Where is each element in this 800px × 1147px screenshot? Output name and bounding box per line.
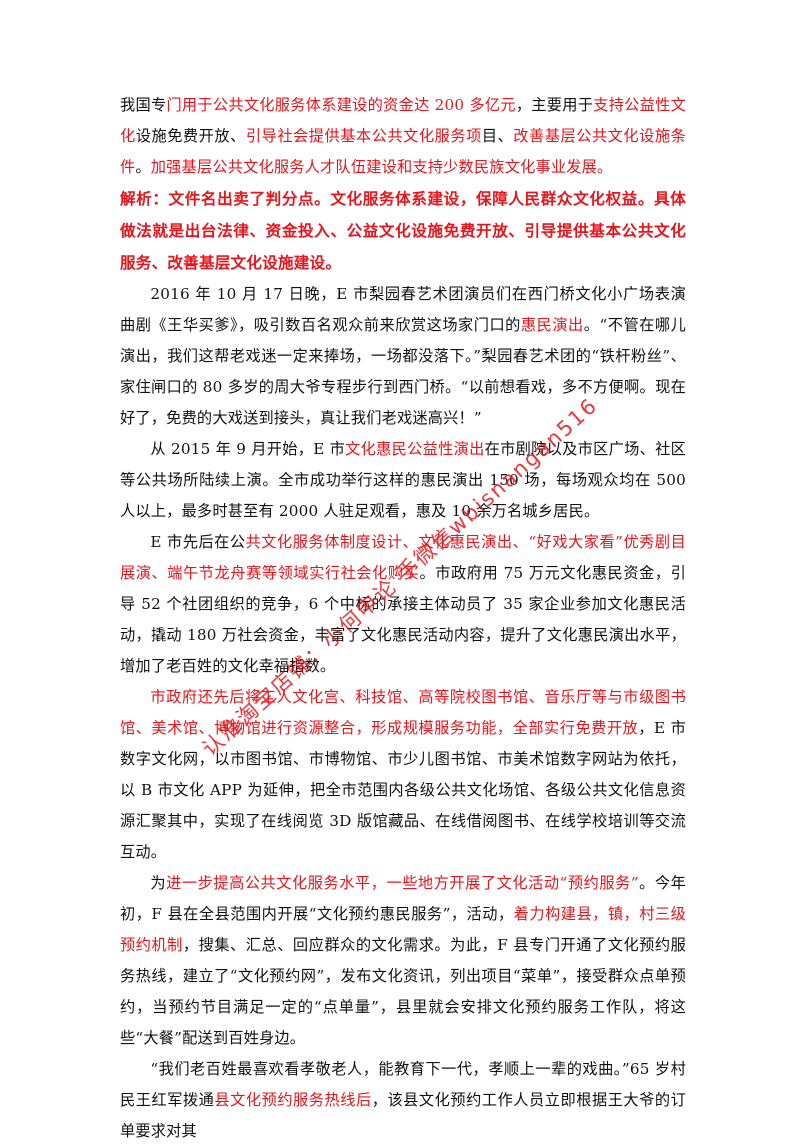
body-paragraph: 2016 年 10 月 17 日晚，E 市梨园春艺术团演员们在西门桥文化小广场表… [120,279,686,434]
body-paragraph: 我国专门用于公共文化服务体系建设的资金达 200 多亿元，主要用于支持公益性文化… [120,90,686,183]
text-run: 目、 [481,127,514,145]
text-run: “我们老百姓最喜欢看孝敬老人，能教育下一代，孝顺上一辈的戏曲。”65 岁村民王红… [120,1060,686,1109]
highlighted-text-run: 县文化预约服务热线后 [214,1091,372,1109]
text-run: 。 [135,158,151,176]
text-run: E 市先后在公 [150,533,246,551]
body-paragraph: 从 2015 年 9 月开始，E 市文化惠民公益性演出在市剧院以及市区广场、社区… [120,434,686,527]
text-run: 从 2015 年 9 月开始，E 市 [150,440,346,458]
body-paragraph: E 市先后在公共文化服务体制度设计、文化惠民演出、“好戏大家看”优秀剧目展演、端… [120,527,686,682]
body-paragraph: 为进一步提高公共文化服务水平，一些地方开展了文化活动“预约服务”。今年初，F 县… [120,868,686,1054]
text-run: ，E 市数字文化网，以市图书馆、市博物馆、市少儿图书馆、市美术馆数字网站为依托，… [120,719,686,861]
text-run: 设施免费开放、 [135,127,246,145]
body-paragraph: “我们老百姓最喜欢看孝敬老人，能教育下一代，孝顺上一辈的戏曲。”65 岁村民王红… [120,1054,686,1147]
highlighted-text-run: 支持公益性文化 [120,96,686,145]
highlighted-text-run: 惠民演出 [520,316,584,334]
highlighted-text-run: 共文化服务体制度设计、文化惠民演出、“好戏大家看”优秀剧目展演、端午节龙舟赛等领… [120,533,686,582]
highlighted-text-run: 文化惠民公益性演出 [345,440,485,458]
text-run: 为 [150,874,167,892]
text-run: ，主要用于 [515,96,594,114]
highlighted-text-run: 门用于公共文化服务体系建设的资金达 200 多亿元 [166,96,516,114]
highlighted-text-run: 市政府还先后将工人文化宫、科技馆、高等院校图书馆、音乐厅等与市级图书馆、美术馆、… [120,688,686,737]
highlighted-text-run: 着力构建县，镇，村三级预约机制 [120,905,687,954]
text-run: 2016 年 10 月 17 日晚，E 市梨园春艺术团演员们在西门桥文化小广场表… [120,285,686,334]
body-paragraph: 市政府还先后将工人文化宫、科技馆、高等院校图书馆、音乐厅等与市级图书馆、美术馆、… [120,682,686,868]
analysis-paragraph: 解析：文件名出卖了判分点。文化服务体系建设，保障人民群众文化权益。具体做法就是出… [120,183,686,279]
highlighted-text-run: 引导社会提供基本公共文化服务项 [245,127,482,145]
text-run: 。“不管在哪儿演出，我们这帮老戏迷一定来捧场，一场都没落下。”梨园春艺术团的“铁… [120,316,686,427]
text-run: ，搜集、汇总、回应群众的文化需求。为此，F 县专门开通了文化预约服务热线，建立了… [120,936,686,1047]
text-run: 我国专 [120,96,167,114]
text-run: 在市剧院以及市区广场、社区等公共场所陆续上演。全市成功举行这样的惠民演出 150… [120,440,686,520]
document-body: 我国专门用于公共文化服务体系建设的资金达 200 多亿元，主要用于支持公益性文化… [120,90,686,1147]
highlighted-text-run: 解析：文件名出卖了判分点。文化服务体系建设，保障人民群众文化权益。具体做法就是出… [120,189,686,272]
text-run: 。今年初，F 县在全县范围内开展“文化预约惠民服务”，活动， [120,874,687,923]
highlighted-text-run: 进一步提高公共文化服务水平，一些地方开展了文化活动“预约服务” [166,874,639,892]
text-run: 。市政府用 75 万元文化惠民资金，引导 52 个社团组织的竞争，6 个中标的承… [120,564,686,675]
highlighted-text-run: 加强基层公共文化服务人才队伍建设和支持少数民族文化事业发展。 [150,158,613,176]
highlighted-text-run: 改善基层公共文化设施条件 [120,127,686,176]
